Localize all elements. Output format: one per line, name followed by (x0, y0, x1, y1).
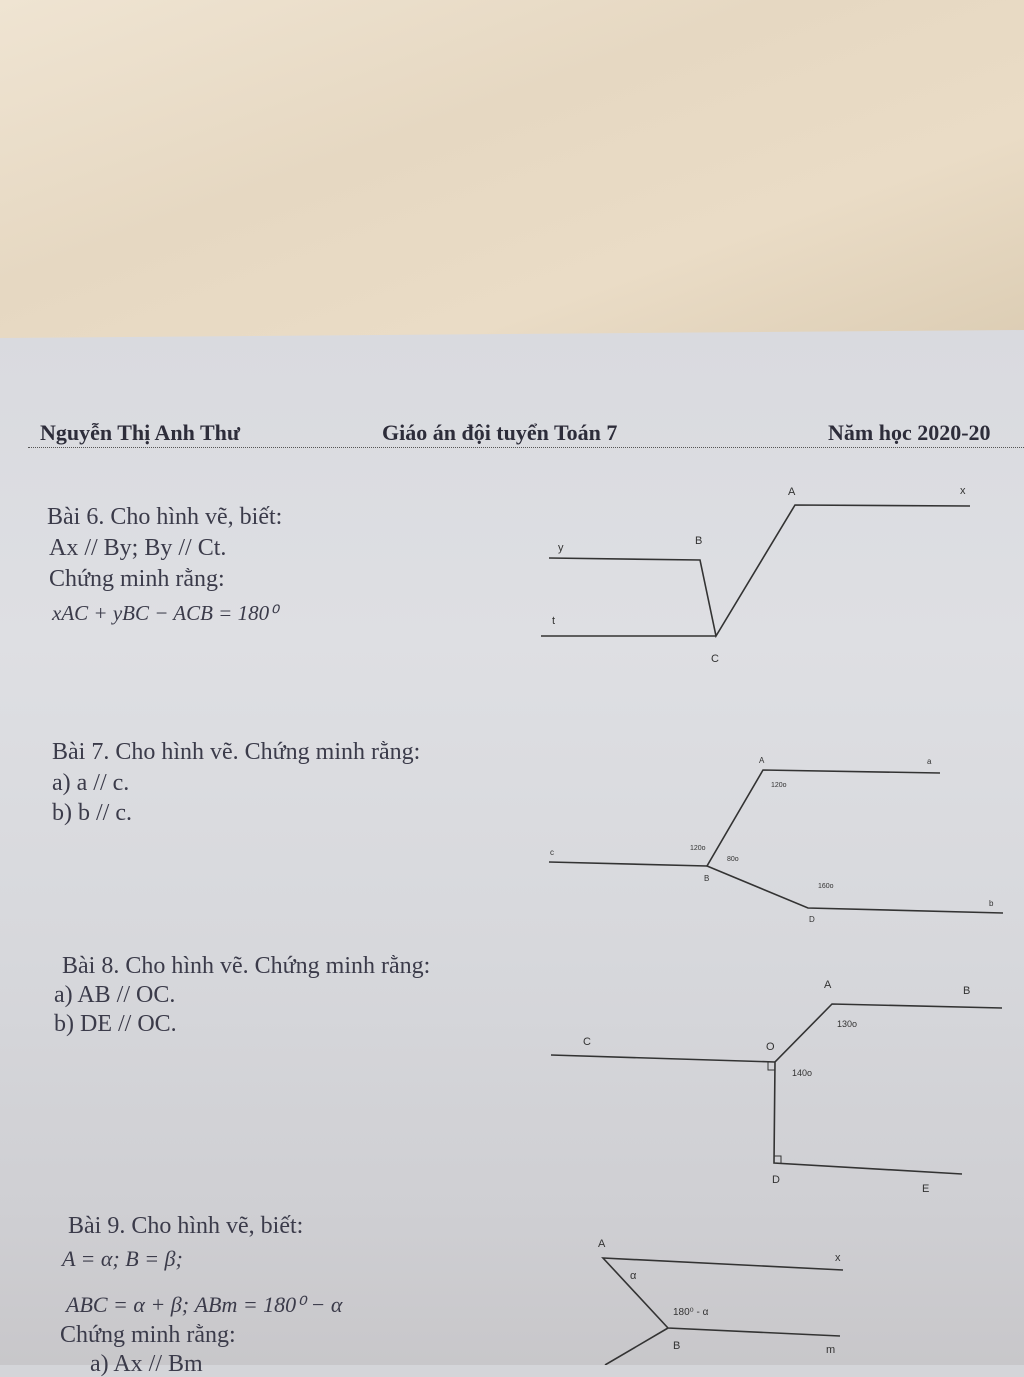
header-author: Nguyễn Thị Anh Thư (40, 420, 241, 445)
fig6-label-t: t (552, 615, 555, 627)
wall-background (0, 0, 1024, 345)
bai6-formula: xAC + yBC − ACB = 180⁰ (52, 601, 278, 625)
fig7-label-c: c (550, 848, 554, 857)
fig8-angle-A: 130o (837, 1019, 857, 1029)
bai8-a: a) AB // OC. (54, 982, 176, 1008)
fig7-line-c (548, 861, 708, 867)
fig8-label-O: O (766, 1041, 775, 1053)
fig8-label-A: A (824, 979, 832, 991)
fig8-right-angle-D (774, 1155, 782, 1163)
header-rule (28, 447, 1024, 448)
bai9-given1: A = α; B = β; (62, 1246, 183, 1271)
fig8-right-angle-O (767, 1062, 775, 1071)
header-year: Năm học 2020-20 (828, 420, 991, 445)
bai7-a: a) a // c. (52, 770, 130, 796)
fig6-label-y: y (558, 542, 564, 554)
fig8-label-D: D (772, 1174, 780, 1186)
fig7-label-a: a (927, 757, 932, 766)
fig7-path (705, 769, 1004, 914)
figure-bai9: A x α B m 180⁰ - α (598, 1238, 844, 1365)
fig6-label-C: C (711, 653, 719, 665)
figure-bai8: A B C O D E 130o 140o (550, 979, 1003, 1195)
paper-sheet (0, 330, 1024, 1365)
bai9-prove: Chứng minh rằng: (60, 1322, 236, 1348)
fig7-angle-B1: 120o (690, 845, 706, 852)
fig9-label-m: m (826, 1344, 835, 1356)
figure-bai6: y B t C A x (541, 485, 971, 665)
fig8-label-C: C (583, 1036, 591, 1048)
bai7-b: b) b // c. (52, 800, 132, 826)
fig6-label-A: A (788, 486, 796, 498)
bai6-title: Bài 6. Cho hình vẽ, biết: (47, 504, 283, 530)
header-title: Giáo án đội tuyển Toán 7 (382, 420, 618, 445)
fig7-label-A: A (759, 756, 765, 765)
bai9-given2: ABC = α + β; ABm = 180⁰ − α (66, 1292, 343, 1317)
fig9-path (601, 1257, 844, 1337)
fig9-angle-B: 180⁰ - α (673, 1307, 709, 1318)
bai9-title: Bài 9. Cho hình vẽ, biết: (68, 1213, 304, 1239)
fig9-label-B: B (673, 1340, 680, 1352)
figure-bai7: A a c B D b 120o 120o 80o 160o (548, 756, 1004, 924)
bai6-given: Ax // By; By // Ct. (49, 535, 227, 561)
fig7-label-b: b (989, 899, 994, 908)
fig9-line-BC (604, 1327, 669, 1365)
bai8-title: Bài 8. Cho hình vẽ. Chứng minh rằng: (62, 953, 431, 979)
fig8-path (773, 1003, 1003, 1175)
bai6-prove: Chứng minh rằng: (49, 566, 225, 592)
bai8-b: b) DE // OC. (54, 1011, 177, 1037)
fig8-label-E: E (922, 1183, 929, 1195)
fig6-path (548, 504, 971, 639)
fig7-angle-B2: 80o (727, 856, 739, 863)
bai7-title: Bài 7. Cho hình vẽ. Chứng minh rằng: (52, 739, 421, 765)
fig8-line-C (550, 1054, 776, 1063)
fig8-label-B: B (963, 985, 970, 997)
fig7-angle-D: 160o (818, 883, 834, 890)
fig7-label-D: D (809, 915, 815, 924)
fig8-angle-O: 140o (792, 1068, 812, 1078)
fig6-label-x: x (960, 485, 966, 497)
fig7-label-B: B (704, 874, 709, 883)
fig9-label-alpha: α (630, 1270, 637, 1282)
fig9-label-A: A (598, 1238, 606, 1250)
fig6-label-B: B (695, 535, 702, 547)
fig7-angle-A: 120o (771, 782, 787, 789)
fig9-label-x: x (835, 1252, 841, 1264)
